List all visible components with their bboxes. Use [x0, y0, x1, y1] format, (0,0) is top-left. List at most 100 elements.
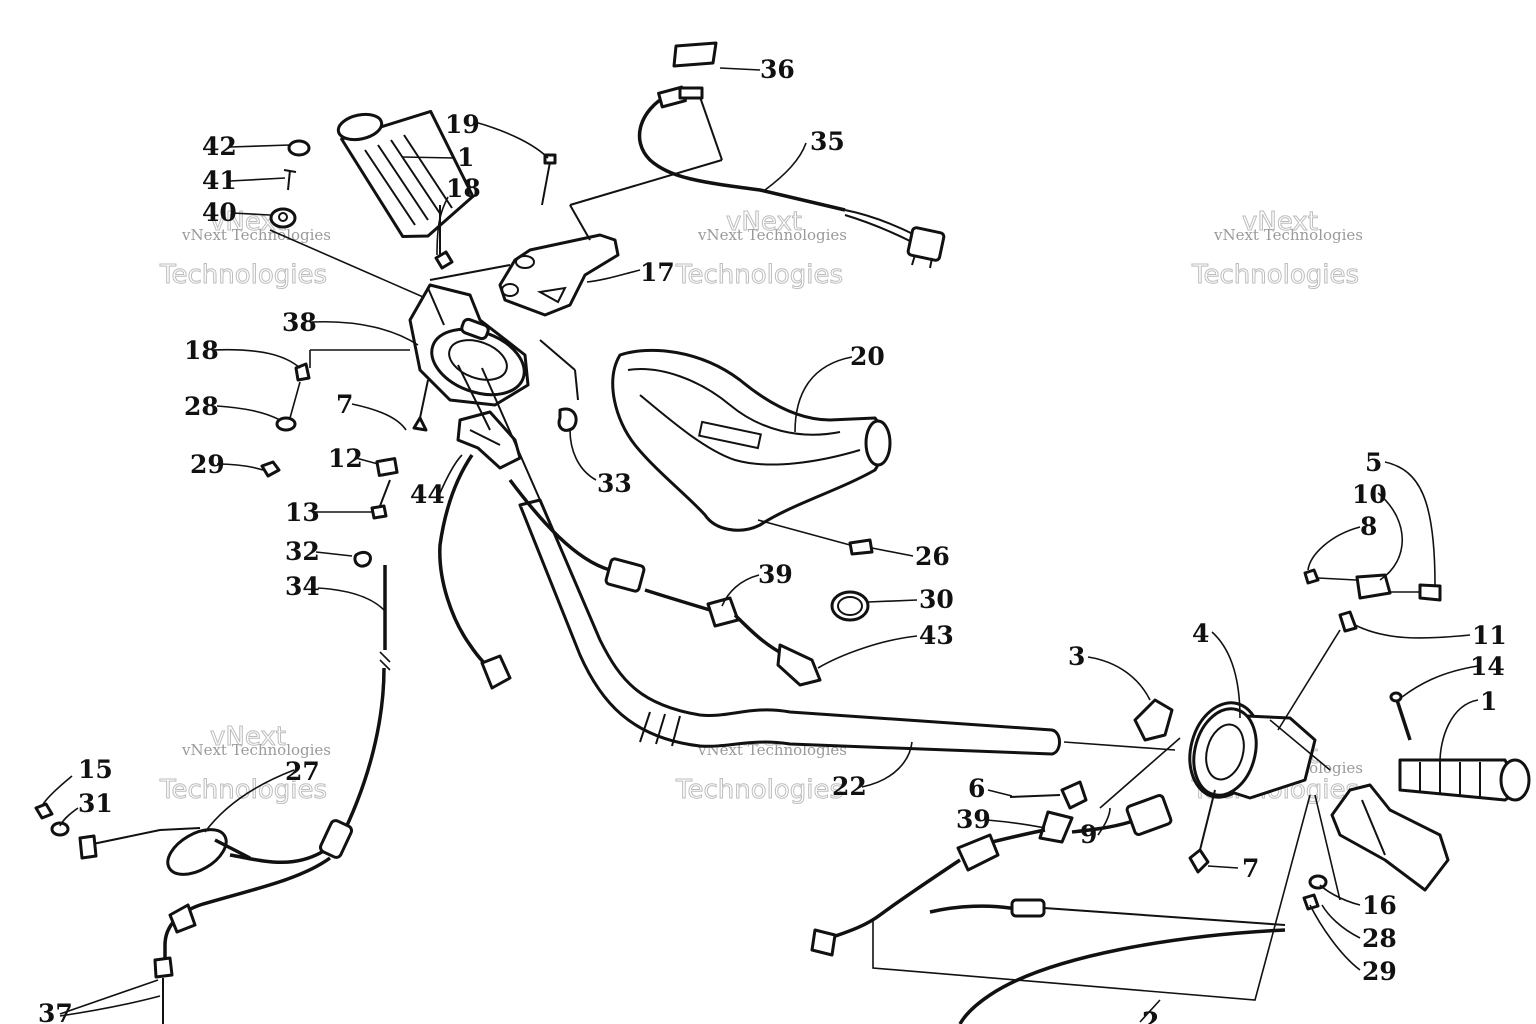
handlebar-pad-20	[611, 348, 892, 532]
label-7-right: 7	[1242, 854, 1259, 883]
label-41: 41	[202, 166, 237, 195]
right-grip	[1398, 758, 1531, 802]
clip-33	[539, 339, 579, 432]
watermark-center-top: vNext Technologies vNext Technologies	[675, 207, 848, 291]
label-29-left: 29	[190, 450, 225, 479]
cable-end-27	[78, 827, 251, 876]
throttle-housing	[408, 283, 530, 407]
watermark-left-bottom: vNext Technologies vNext Technologies	[159, 722, 332, 806]
label-10: 10	[1352, 480, 1387, 509]
label-35: 35	[810, 127, 845, 156]
label-17: 17	[640, 258, 675, 287]
label-38: 38	[282, 308, 317, 337]
label-8: 8	[1360, 512, 1377, 541]
label-2: 2	[1142, 1007, 1159, 1024]
nut-8	[1303, 568, 1320, 585]
pin-14	[1389, 691, 1412, 741]
label-39-right: 39	[956, 805, 991, 834]
washer-28-left	[275, 416, 297, 432]
svg-text:Technologies: Technologies	[159, 775, 327, 805]
label-33: 33	[597, 469, 632, 498]
pad-36	[672, 41, 718, 68]
svg-text:Technologies: Technologies	[675, 260, 843, 290]
watermark-left-top: vNext Technologies vNext Technologies	[159, 207, 332, 291]
screw-41	[283, 169, 297, 191]
cable-35	[569, 85, 946, 269]
nut-29-right	[1302, 893, 1320, 911]
label-9: 9	[1080, 820, 1097, 849]
ring-30	[830, 590, 870, 622]
watermark-right-top: vNext Technologies vNext Technologies	[1191, 207, 1364, 291]
label-4: 4	[1192, 619, 1209, 648]
label-31: 31	[78, 789, 113, 818]
screw-26	[848, 538, 874, 556]
label-30: 30	[919, 585, 954, 614]
label-42: 42	[202, 132, 237, 161]
label-44: 44	[410, 480, 445, 509]
plug-cap	[287, 139, 311, 157]
label-28-right: 28	[1362, 924, 1397, 953]
bushing-40	[269, 207, 297, 229]
clip-32	[353, 550, 372, 568]
screw-13	[370, 479, 391, 520]
switch-3	[1133, 698, 1174, 742]
label-14: 14	[1470, 652, 1505, 681]
right-switch-cable	[810, 794, 1286, 1024]
screw-7-right	[1188, 789, 1216, 874]
svg-text:vNext: vNext	[210, 722, 286, 752]
label-16: 16	[1362, 891, 1397, 920]
label-36: 36	[760, 55, 795, 84]
throttle-lever-16	[1330, 783, 1450, 892]
label-32: 32	[285, 537, 320, 566]
label-13: 13	[285, 498, 320, 527]
label-5: 5	[1365, 448, 1382, 477]
label-20: 20	[850, 342, 885, 371]
svg-text:Technologies: Technologies	[1191, 260, 1359, 290]
nut-29-left	[260, 460, 281, 478]
label-39-top: 39	[758, 560, 793, 589]
spring-11	[1338, 610, 1358, 633]
label-1-right: 1	[1480, 687, 1497, 716]
svg-text:vNext Technologies: vNext Technologies	[181, 741, 331, 759]
part-number-labels: 42 41 40 1 18 19 36 35 17 38 18 28 7 29 …	[38, 55, 1507, 1024]
washer-31	[50, 821, 70, 837]
label-11: 11	[1472, 621, 1507, 650]
label-19: 19	[445, 110, 480, 139]
throttle-cable-34	[153, 565, 391, 1024]
svg-text:vNext: vNext	[1242, 207, 1318, 237]
label-40: 40	[202, 198, 237, 227]
plate-12	[375, 457, 399, 477]
switch-cable-top	[508, 478, 822, 687]
svg-text:vNext Technologies: vNext Technologies	[1213, 226, 1363, 244]
label-15: 15	[78, 755, 113, 784]
washer-28-right	[1308, 874, 1328, 890]
label-6: 6	[968, 774, 985, 803]
svg-text:Technologies: Technologies	[675, 775, 843, 805]
label-27: 27	[285, 757, 320, 786]
parts	[34, 41, 1531, 1024]
label-43: 43	[919, 621, 954, 650]
svg-text:vNext: vNext	[726, 207, 802, 237]
nut-15	[34, 802, 54, 820]
bracket-6	[1009, 780, 1088, 810]
label-18-top: 18	[446, 174, 481, 203]
bolt-10	[1355, 573, 1392, 600]
handlebar-22	[481, 367, 1061, 756]
label-18-left: 18	[184, 336, 219, 365]
svg-text:vNext Technologies: vNext Technologies	[697, 226, 847, 244]
screw-7-left	[412, 379, 429, 432]
right-housing-4	[1188, 701, 1317, 800]
label-1-left: 1	[457, 143, 474, 172]
leader-lines	[41, 67, 1479, 1023]
label-12: 12	[328, 444, 363, 473]
label-26: 26	[915, 542, 950, 571]
label-37: 37	[38, 999, 73, 1024]
label-28-left: 28	[184, 392, 219, 421]
svg-text:Technologies: Technologies	[159, 260, 327, 290]
label-29-right: 29	[1362, 957, 1397, 986]
screw-5	[1418, 583, 1442, 602]
switch-44	[438, 410, 522, 690]
label-22: 22	[832, 772, 867, 801]
label-7-left: 7	[336, 390, 353, 419]
